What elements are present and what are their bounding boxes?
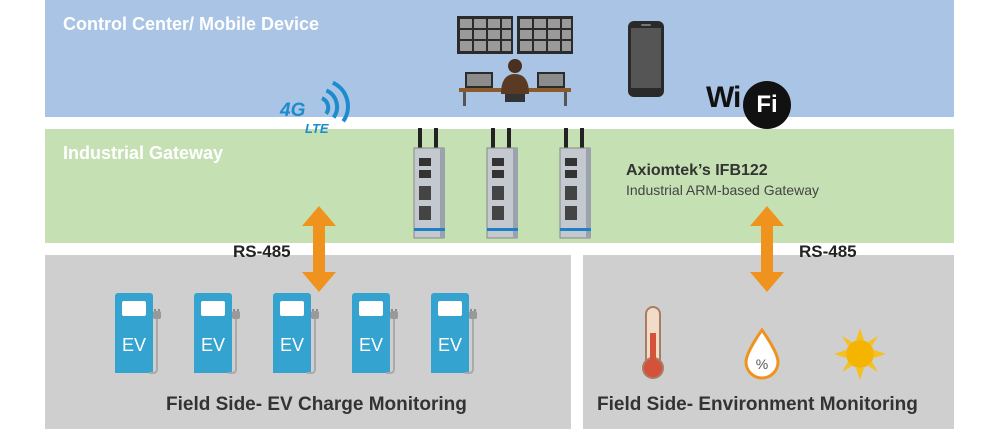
ev-charger-label: EV: [121, 335, 146, 355]
thermometer-icon: [642, 306, 664, 379]
smartphone-icon: [628, 21, 664, 97]
product-name: Axiomtek’s IFB122: [626, 162, 768, 179]
gateway-device-icon: [559, 128, 591, 239]
ev-charger-body: EV: [115, 293, 153, 373]
ev-charger-body: EV: [431, 293, 469, 373]
ev-charger-body: EV: [352, 293, 390, 373]
ev-charger-icon: EV: [194, 293, 244, 374]
ev-charger-icon: EV: [352, 293, 402, 374]
charging-cable-icon: [386, 309, 398, 374]
ev-charger-label: EV: [358, 335, 383, 355]
ev-charger-label: EV: [200, 335, 225, 355]
industrial-gateway-title: Industrial Gateway: [63, 143, 224, 163]
wifi-fi-text: Fi: [743, 81, 791, 129]
operator-desk-icon: [501, 59, 529, 102]
rs485-right-label: RS-485: [799, 242, 857, 261]
ev-charger-body: EV: [273, 293, 311, 373]
humidity-symbol: %: [756, 356, 768, 372]
ev-charger-screen: [438, 301, 462, 316]
product-description: Industrial ARM-based Gateway: [626, 182, 819, 198]
sun-icon: [834, 328, 886, 380]
ev-charger-icon: EV: [431, 293, 481, 374]
rs485-left-label: RS-485: [233, 242, 291, 261]
lte-signal-icon: [320, 80, 350, 123]
ev-charger-icon: EV: [273, 293, 323, 374]
lte-4g-label: 4G: [280, 100, 306, 121]
control-center-title: Control Center/ Mobile Device: [63, 14, 320, 34]
humidity-drop-icon: %: [744, 328, 780, 380]
ev-charger-screen: [122, 301, 146, 316]
ev-charger-icon: EV: [115, 293, 165, 374]
gateway-device-icon: [413, 128, 445, 239]
ev-charger-screen: [280, 301, 304, 316]
monitor-wall-icon: [457, 16, 573, 106]
wifi-logo-icon: Wi Fi: [706, 81, 791, 129]
lte-label: LTE: [305, 121, 329, 136]
charging-cable-icon: [307, 309, 319, 374]
field-env-title: Field Side- Environment Monitoring: [597, 394, 918, 415]
ev-charger-body: EV: [194, 293, 232, 373]
double-arrow-icon: [750, 206, 784, 292]
wifi-wi-text: Wi: [706, 81, 741, 114]
field-ev-title: Field Side- EV Charge Monitoring: [166, 394, 467, 415]
gateway-device-icon: [486, 128, 518, 239]
charging-cable-icon: [228, 309, 240, 374]
charging-cable-icon: [149, 309, 161, 374]
ev-charger-label: EV: [279, 335, 304, 355]
double-arrow-icon: [302, 206, 336, 292]
ev-charger-screen: [201, 301, 225, 316]
ev-charger-label: EV: [437, 335, 462, 355]
charging-cable-icon: [465, 309, 477, 374]
ev-charger-screen: [359, 301, 383, 316]
